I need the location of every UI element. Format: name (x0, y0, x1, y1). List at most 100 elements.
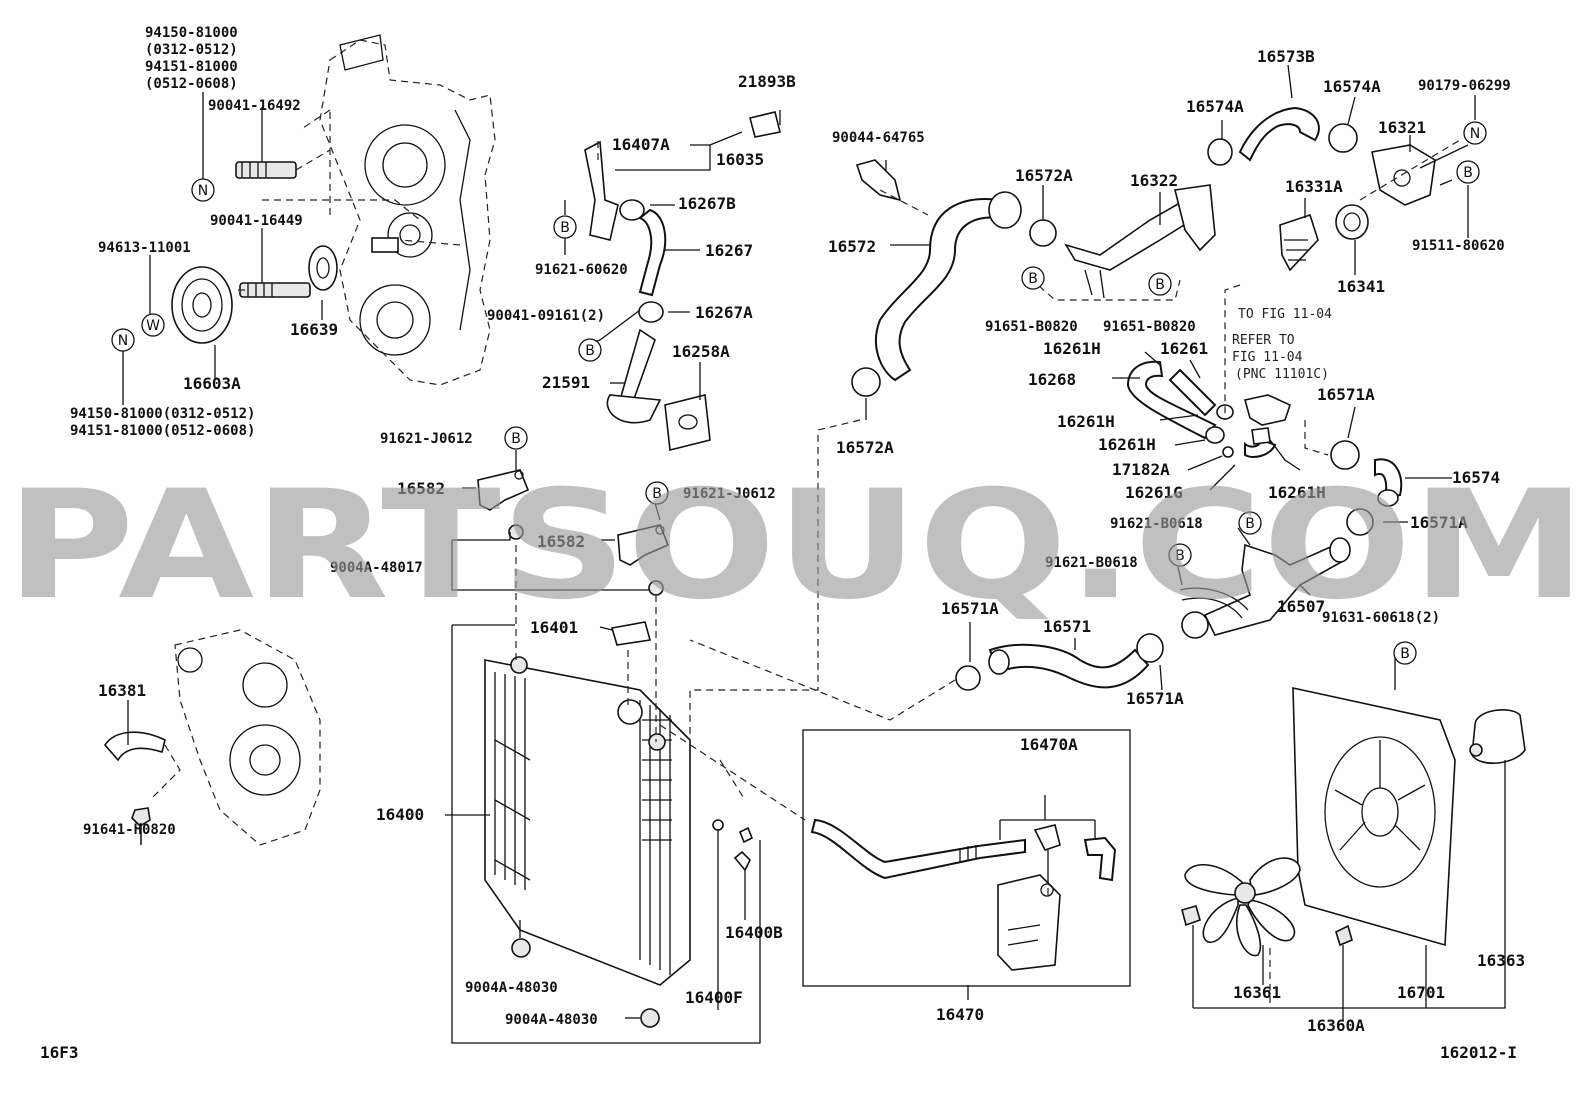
svg-text:B: B (1028, 271, 1038, 287)
label-16361: 16361 (1233, 983, 1281, 1002)
label-16267A: 16267A (695, 303, 753, 322)
label-16400F: 16400F (685, 988, 743, 1007)
label-16574A-right: 16574A (1323, 77, 1381, 96)
label-16261H-4: 16261H (1268, 483, 1326, 502)
symbol-n-left: N (111, 328, 135, 352)
label-9004A-48030-b: 9004A-48030 (505, 1012, 598, 1028)
label-21893B: 21893B (738, 72, 796, 91)
label-9004A-48030-a: 9004A-48030 (465, 980, 558, 996)
watermark: PARTSOUQ.COM (6, 459, 1586, 633)
svg-text:B: B (652, 486, 662, 502)
svg-text:N: N (198, 183, 208, 199)
label-16571: 16571 (1043, 617, 1091, 636)
label-16381: 16381 (98, 681, 146, 700)
label-91621-J0612-b: 91621-J0612 (683, 486, 776, 502)
label-16573B: 16573B (1257, 47, 1315, 66)
label-21591: 21591 (542, 373, 590, 392)
label-16400: 16400 (376, 805, 424, 824)
label-16582-b: 16582 (537, 532, 585, 551)
label-16321: 16321 (1378, 118, 1426, 137)
figure-id: 162012-I (1440, 1043, 1517, 1062)
label-16701: 16701 (1397, 983, 1445, 1002)
idler-pulley-drawing (171, 245, 338, 344)
svg-text:B: B (1463, 165, 1473, 181)
label-16603A: 16603A (183, 374, 241, 393)
label-16401: 16401 (530, 618, 578, 637)
label-94151-bottom: 94151-81000(0512-0608) (70, 423, 255, 439)
label-16267B: 16267B (678, 194, 736, 213)
upper-hoses-drawing (851, 106, 1436, 397)
label-16571A-r2: 16571A (1410, 513, 1468, 532)
label-16360A: 16360A (1307, 1016, 1365, 1035)
label-91621-J0612-a: 91621-J0612 (380, 431, 473, 447)
label-16574: 16574 (1452, 468, 1500, 487)
label-16261H-1: 16261H (1043, 339, 1101, 358)
label-16261H-2: 16261H (1057, 412, 1115, 431)
label-94150-range: (0312-0512) (145, 42, 238, 58)
symbol-n-right: N (1463, 121, 1487, 145)
reservoir-box (802, 729, 1131, 987)
label-90041-09161: 90041-09161(2) (487, 308, 605, 324)
symbol-b-pipe-r2: B (1168, 543, 1192, 567)
label-91621-60620: 91621-60620 (535, 262, 628, 278)
label-16572: 16572 (828, 237, 876, 256)
symbol-b-bracket-1: B (504, 426, 528, 450)
symbol-b-pipe-2: B (578, 338, 602, 362)
svg-text:B: B (1155, 277, 1165, 293)
label-94613-11001: 94613-11001 (98, 240, 191, 256)
label-90179-06299: 90179-06299 (1418, 78, 1511, 94)
svg-text:B: B (1175, 548, 1185, 564)
label-16258A: 16258A (672, 342, 730, 361)
label-94150-81000: 94150-81000 (145, 25, 238, 41)
label-16268: 16268 (1028, 370, 1076, 389)
label-90041-16449: 90041-16449 (210, 213, 303, 229)
label-94151-range: (0512-0608) (145, 76, 238, 92)
label-refer-to: REFER TO (1232, 333, 1295, 348)
label-16400B: 16400B (725, 923, 783, 942)
label-9004A-48017: 9004A-48017 (330, 560, 423, 576)
symbol-b-pipe-1: B (553, 215, 577, 239)
label-94150-bottom: 94150-81000(0312-0512) (70, 406, 255, 422)
label-fig-ref: FIG 11-04 (1232, 350, 1303, 365)
label-91511-80620: 91511-80620 (1412, 238, 1505, 254)
label-16261H-3: 16261H (1098, 435, 1156, 454)
label-91631-60618: 91631-60618(2) (1322, 610, 1440, 626)
symbol-n-upper-left: N (191, 178, 215, 202)
stud-bolt-upper-drawing (235, 149, 331, 179)
label-16571A-low: 16571A (1126, 689, 1184, 708)
symbol-b-bracket-2: B (645, 481, 669, 505)
label-91651-B0820-b: 91651-B0820 (1103, 319, 1196, 335)
lower-cover-drawing (103, 629, 321, 846)
symbol-b-hose-1: B (1021, 266, 1045, 290)
leader-lines (122, 64, 1506, 1044)
symbol-b-right: B (1456, 160, 1480, 184)
label-16572A-top: 16572A (1015, 166, 1073, 185)
page-code: 16F3 (40, 1043, 79, 1062)
part-labels: 94150-81000 (0312-0512) 94151-81000 (051… (40, 25, 1525, 1062)
svg-text:B: B (560, 220, 570, 236)
label-16582-a: 16582 (397, 479, 445, 498)
label-16407A: 16407A (612, 135, 670, 154)
timing-cover-drawing (319, 34, 496, 386)
fan-drawing (1181, 687, 1526, 957)
symbol-w-left: W (141, 313, 165, 337)
svg-text:B: B (585, 343, 595, 359)
bypass-hoses-drawing (1126, 360, 1291, 458)
symbol-circles: N W N B B B B N B B B B B B (111, 121, 1487, 665)
radiator-drawing (484, 656, 754, 1028)
dashed-lines (149, 109, 1461, 1003)
label-90044-64765: 90044-64765 (832, 130, 925, 146)
svg-text:N: N (118, 333, 128, 349)
label-90041-16492: 90041-16492 (208, 98, 301, 114)
svg-text:B: B (1400, 646, 1410, 662)
label-16363: 16363 (1477, 951, 1525, 970)
lower-hose-drawing (955, 633, 1164, 691)
label-16574A-left: 16574A (1186, 97, 1244, 116)
label-pnc: (PNC 11101C) (1235, 367, 1329, 382)
label-91651-B0820-a: 91651-B0820 (985, 319, 1078, 335)
label-16035: 16035 (716, 150, 764, 169)
symbol-b-fan: B (1393, 641, 1417, 665)
symbol-b-pipe-r1: B (1238, 511, 1262, 535)
